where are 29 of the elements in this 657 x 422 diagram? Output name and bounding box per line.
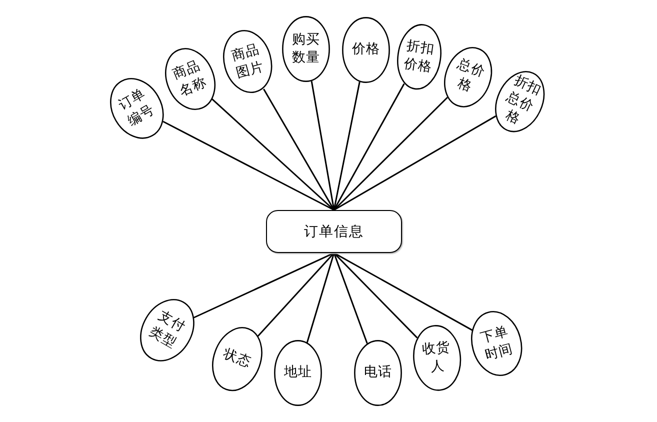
connector-line	[212, 98, 334, 211]
connector-line	[162, 120, 334, 211]
connector-line	[334, 252, 473, 331]
attribute-ellipse: 购买数量	[282, 16, 330, 82]
attribute-ellipse: 状态	[212, 326, 262, 392]
attribute-ellipse: 收货人	[412, 325, 462, 391]
connector-line	[333, 96, 448, 211]
connector-line	[333, 252, 418, 338]
attribute-ellipse: 支付类型	[140, 298, 194, 362]
connector-line	[334, 115, 496, 211]
attribute-ellipse: 下单时间	[471, 311, 523, 377]
connector-line	[194, 252, 334, 318]
attribute-ellipse: 价格	[342, 17, 390, 83]
connector-line	[263, 88, 335, 210]
attribute-ellipse: 折扣价格	[396, 24, 442, 90]
entity-box: 订单信息	[266, 210, 402, 253]
attribute-ellipse: 地址	[274, 340, 322, 406]
attribute-ellipse: 总价格	[444, 46, 492, 108]
connector-line	[306, 252, 335, 343]
connector-line	[333, 82, 360, 210]
connector-line	[333, 83, 405, 210]
attribute-ellipse: 折扣总价格	[495, 71, 545, 133]
connector-line	[333, 252, 368, 344]
attribute-ellipse: 商品图片	[223, 30, 273, 94]
attribute-ellipse: 订单编号	[110, 78, 164, 138]
attribute-ellipse: 商品名称	[164, 48, 216, 110]
connector-line	[310, 80, 335, 210]
connector-line	[257, 252, 335, 337]
attribute-ellipse: 电话	[354, 340, 402, 406]
